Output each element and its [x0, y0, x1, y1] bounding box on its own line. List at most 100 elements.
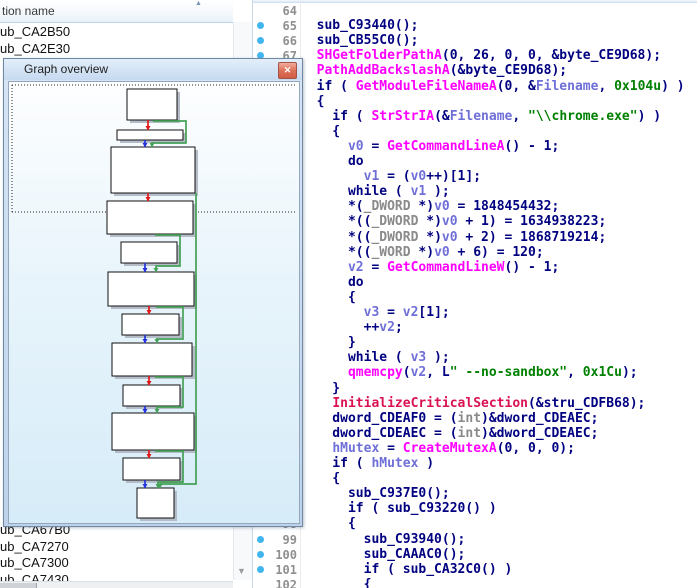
code-text: sub_C93940(); [301, 531, 466, 547]
line-number: 64 [282, 4, 297, 18]
code-text: while ( v1 ); [301, 184, 450, 200]
line-number: 101 [275, 562, 297, 577]
flowchart-node[interactable] [122, 384, 181, 407]
code-text: do [301, 274, 364, 290]
code-line[interactable]: 74 do [253, 154, 697, 170]
code-line[interactable]: 71 if ( StrStrIA(&Filename, "\\chrome.ex… [253, 109, 697, 124]
code-line[interactable]: 82 do [253, 275, 697, 290]
flowchart-minimap[interactable] [9, 82, 297, 521]
code-line[interactable]: 96 sub_C937E0(); [253, 486, 697, 501]
code-line[interactable]: 88 qmemcpy(v2, L" --no-sandbox", 0x1Cu); [253, 365, 697, 380]
code-line[interactable]: 78 *((_DWORD *)v0 + 1) = 1634938223; [253, 214, 697, 229]
code-text: ++v2; [301, 320, 403, 336]
pane-top-edge [253, 0, 697, 3]
code-line[interactable]: 73 v0 = GetCommandLineA() - 1; [253, 139, 697, 154]
code-line[interactable]: 70 { [253, 94, 697, 109]
code-line[interactable]: 79 *((_DWORD *)v0 + 2) = 1868719214; [253, 230, 697, 245]
graph-overview-canvas[interactable] [8, 81, 300, 524]
function-list-item[interactable]: ub_CA2E30 [0, 40, 71, 56]
code-line[interactable]: 65 sub_C93440(); [253, 18, 697, 33]
flowchart-node[interactable] [107, 271, 195, 307]
code-line[interactable]: 94 if ( hMutex ) [253, 456, 697, 471]
arrowhead-red [146, 381, 152, 386]
code-line[interactable]: 97 if ( sub_C93220() ) [253, 501, 697, 516]
code-text: InitializeCriticalSection(&stru_CDFB68); [332, 395, 646, 411]
graph-overview-title: Graph overview [24, 62, 109, 76]
flowchart-node[interactable] [136, 487, 175, 519]
code-text: sub_CAAAC0(); [301, 546, 466, 562]
close-icon: ✕ [283, 65, 292, 75]
code-line[interactable]: 75 v1 = (v0++)[1]; [253, 169, 697, 184]
address-dot-icon [257, 550, 264, 558]
code-text: } [301, 380, 341, 396]
arrowhead-red [145, 197, 151, 202]
close-button[interactable]: ✕ [278, 62, 297, 79]
code-line[interactable]: 64 [253, 3, 697, 18]
arrowhead-green [154, 339, 160, 344]
arrowhead-red [146, 310, 152, 315]
code-line[interactable]: 102 { [253, 577, 697, 588]
arrowhead-green [155, 484, 161, 489]
line-number: 99 [282, 532, 297, 547]
code-line[interactable]: 100 sub_CAAAC0(); [253, 547, 697, 562]
address-dot-icon [257, 37, 264, 45]
functions-column-header[interactable]: ▲ tion name [0, 0, 233, 23]
code-line[interactable]: 69 if ( GetModuleFileNameA(0, &Filename,… [253, 79, 697, 94]
arrowhead-green [149, 143, 155, 148]
function-list-item[interactable]: ub_CA7270 [0, 538, 69, 554]
arrowhead-blue [142, 143, 148, 148]
flowchart-node[interactable] [106, 200, 194, 235]
code-line[interactable]: 89 } [253, 381, 697, 396]
code-line[interactable]: 72 { [253, 124, 697, 139]
flowchart-node[interactable] [111, 342, 193, 377]
code-line[interactable]: 101 if ( sub_CA32C0() ) [253, 562, 697, 577]
scrollbar-thumb[interactable] [0, 583, 37, 588]
code-text: { [301, 93, 325, 109]
flowchart-node[interactable] [120, 241, 178, 264]
address-dot-icon [257, 22, 264, 30]
function-list-item[interactable]: ub_CA2B50 [0, 24, 71, 39]
code-line[interactable]: 68 PathAddBackslashA(&byte_CE9D68); [253, 63, 697, 78]
line-number: 100 [275, 547, 297, 562]
code-line[interactable]: 93 hMutex = CreateMutexA(0, 0, 0); [253, 441, 697, 456]
graph-overview-titlebar[interactable]: Graph overview ✕ [4, 59, 302, 80]
address-dot-icon [257, 535, 264, 543]
code-line[interactable]: 99 sub_C93940(); [253, 532, 697, 547]
arrowhead-blue [142, 268, 148, 273]
code-text: { [301, 289, 356, 305]
code-text: v3 = v2[1]; [363, 305, 450, 320]
code-text: SHGetFolderPathA(0, 26, 0, 0, &byte_CE9D… [316, 48, 662, 64]
scroll-down-arrow-icon[interactable]: ▼ [237, 566, 246, 576]
code-line[interactable]: 83 { [253, 290, 697, 305]
code-text: PathAddBackslashA(&byte_CE9D68); [316, 63, 568, 79]
flowchart-node[interactable] [121, 313, 180, 336]
code-line[interactable]: 67 SHGetFolderPathA(0, 26, 0, 0, &byte_C… [253, 48, 697, 63]
code-text: do [301, 154, 364, 169]
graph-overview-window: Graph overview ✕ [3, 58, 303, 527]
flowchart-node[interactable] [111, 412, 195, 451]
code-line[interactable]: 80 *((_WORD *)v0 + 6) = 120; [253, 245, 697, 260]
code-text: hMutex = CreateMutexA(0, 0, 0); [332, 440, 575, 456]
code-line[interactable]: 76 while ( v1 ); [253, 184, 697, 199]
function-list-item[interactable]: ub_CA7300 [0, 555, 69, 571]
code-line[interactable]: 86 } [253, 335, 697, 351]
code-line[interactable]: 84 v3 = v2[1]; [253, 305, 697, 320]
flowchart-node[interactable] [116, 129, 184, 141]
code-line[interactable]: 92 dword_CDEAEC = (int)&dword_CDEAEC; [253, 426, 697, 441]
code-line[interactable]: 95 { [253, 471, 697, 487]
code-line[interactable]: 98 { [253, 516, 697, 532]
flowchart-node[interactable] [110, 146, 196, 194]
code-line[interactable]: 91 dword_CDEAF0 = (int)&dword_CDEAEC; [253, 411, 697, 426]
code-line[interactable]: 81 v2 = GetCommandLineW() - 1; [253, 260, 697, 275]
code-line[interactable]: 77 *(_DWORD *)v0 = 1848454432; [253, 199, 697, 214]
code-line[interactable]: 66 sub_CB55C0(); [253, 33, 697, 48]
code-line[interactable]: 87 while ( v3 ); [253, 350, 697, 365]
code-text: qmemcpy(v2, L" --no-sandbox", 0x1Cu); [347, 365, 638, 381]
flowchart-node[interactable] [122, 457, 181, 481]
code-line[interactable]: 90 InitializeCriticalSection(&stru_CDFB6… [253, 396, 697, 411]
code-line[interactable]: 85 ++v2; [253, 320, 697, 335]
functions-horizontal-scrollbar[interactable] [0, 581, 233, 588]
flowchart-node[interactable] [126, 88, 178, 121]
